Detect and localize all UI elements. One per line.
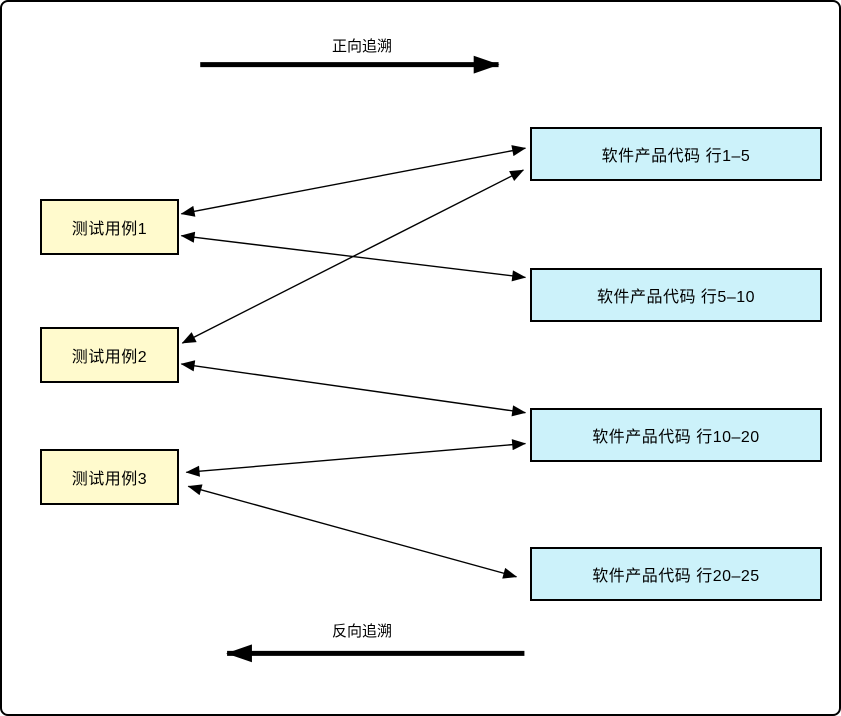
node-test-case-3: 测试用例3 <box>40 449 179 505</box>
node-test-case-1: 测试用例1 <box>40 199 179 255</box>
backward-flow-label: 反向追溯 <box>331 623 392 640</box>
node-code-lines-1-5: 软件产品代码 行1–5 <box>530 127 822 181</box>
edge-tc3-code3 <box>185 439 527 477</box>
forward-flow-label: 正向追溯 <box>331 38 392 55</box>
edge-tc2-code3 <box>180 360 527 417</box>
edge-tc1-code1 <box>180 145 527 217</box>
node-code-lines-5-10: 软件产品代码 行5–10 <box>530 268 822 322</box>
node-code-lines-10-20: 软件产品代码 行10–20 <box>530 408 822 462</box>
node-test-case-2: 测试用例2 <box>40 327 179 383</box>
edge-tc3-code4 <box>187 484 518 579</box>
node-code-lines-20-25: 软件产品代码 行20–25 <box>530 547 822 601</box>
edge-tc2-code1 <box>181 169 525 344</box>
